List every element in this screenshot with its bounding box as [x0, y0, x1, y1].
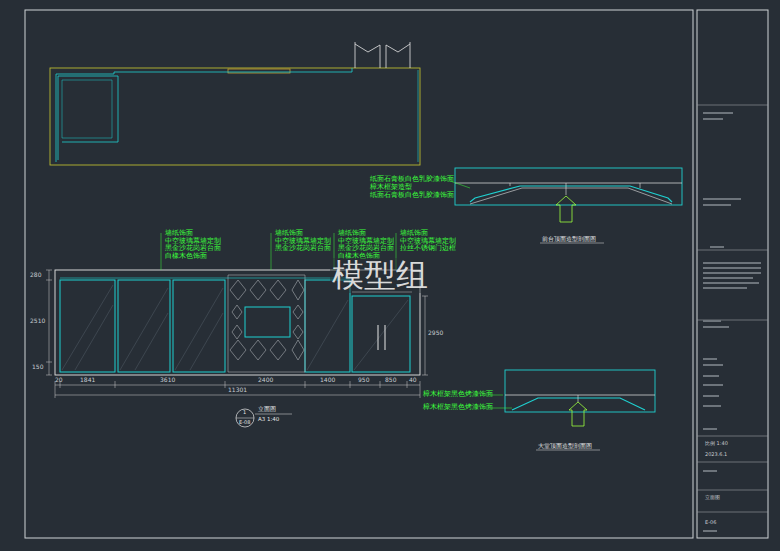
callout-text: 墙纸饰面 — [400, 230, 428, 237]
callout-text: 樟木框架黑色烤漆饰面 — [423, 391, 493, 398]
dimension-text: 2510 — [30, 318, 45, 325]
dimension-text: 2950 — [428, 330, 443, 337]
watermark: 模型组 — [330, 258, 430, 293]
view-caption: 立面图 — [258, 406, 276, 413]
callout-text: 纸面石膏板白色乳胶漆饰面 — [370, 176, 454, 183]
dimension-text: 280 — [30, 272, 41, 279]
dimension-text: 3610 — [160, 377, 175, 384]
title-block-text: 比例 1:40 — [705, 441, 728, 447]
callout-text: 樟木框架造型 — [370, 184, 412, 191]
dimension-text: 1400 — [320, 377, 335, 384]
callout-text: 黑金沙花岗岩台面 — [338, 245, 394, 252]
callout-text: 墙纸饰面 — [275, 230, 303, 237]
dimension-text: 950 — [358, 377, 369, 384]
callout-text: 中空玻璃幕墙定制 — [275, 238, 331, 245]
title-block-text: 2023.6.1 — [705, 452, 727, 458]
callout-text: 墙纸饰面 — [165, 230, 193, 237]
callout-text: 黑金沙花岗岩台面 — [275, 245, 331, 252]
callout-text: 黑金沙花岗岩台面 — [165, 245, 221, 252]
callout-text: 纸面石膏板白色乳胶漆饰面 — [370, 192, 454, 199]
section-caption: 大堂顶面造型剖面图 — [538, 443, 592, 450]
callout-text: 白橡木色饰面 — [165, 253, 207, 260]
view-scale: A3 1:40 — [258, 416, 279, 422]
callout-text: 拉丝不锈钢门边框 — [400, 245, 456, 252]
callout-number: 1 — [243, 410, 246, 416]
title-block-text: E-06 — [705, 520, 716, 526]
callout-number: E-08 — [239, 420, 250, 426]
callout-text: 樟木框架黑色烤漆饰面 — [423, 404, 493, 411]
title-block-text: 立面图 — [705, 495, 720, 501]
dimension-text: 2400 — [258, 377, 273, 384]
dimension-text: 11301 — [228, 387, 247, 394]
callout-text: 墙纸饰面 — [338, 230, 366, 237]
callout-text: 中空玻璃幕墙定制 — [338, 238, 394, 245]
dimension-text: 150 — [32, 364, 43, 371]
callout-text: 中空玻璃幕墙定制 — [165, 238, 221, 245]
callout-text: 中空玻璃幕墙定制 — [400, 238, 456, 245]
dimension-text: 20 — [55, 377, 63, 384]
dimension-text: 1841 — [80, 377, 95, 384]
dimension-text: 40 — [409, 377, 417, 384]
section-caption: 前台顶面造型剖面图 — [542, 236, 596, 243]
dimension-text: 850 — [385, 377, 396, 384]
